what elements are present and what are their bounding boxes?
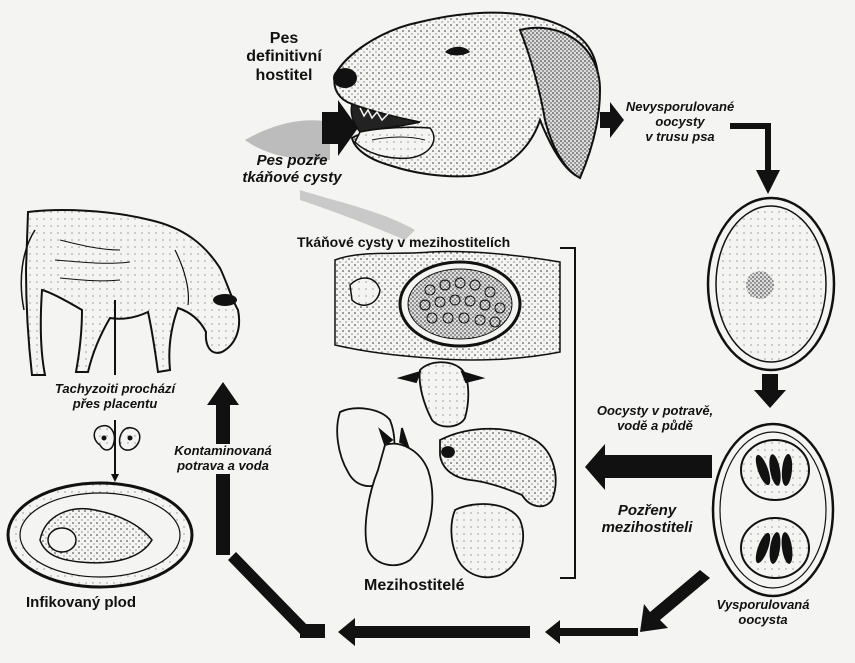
bottom-route-right — [545, 620, 638, 644]
ingested-label: Pozřeny mezihostiteli — [588, 502, 706, 537]
environment-oocysts-label: Oocysty v potravě, vodě a půdě — [585, 404, 725, 434]
environment-line-1: Oocysty v potravě, — [585, 404, 725, 419]
infected-fetus-label: Infikovaný plod — [26, 594, 136, 611]
ingestion-swoosh-lower — [300, 190, 415, 240]
infected-fetus-illustration — [8, 483, 192, 587]
tachyzoite-cells-icon — [94, 426, 140, 450]
tachyzoites-label: Tachyzoiti prochází přes placentu — [30, 382, 200, 412]
contaminated-line-2: potrava a voda — [158, 459, 288, 474]
tachyzoites-line-1: Tachyzoiti prochází — [30, 382, 200, 397]
sporulated-oocyst-label: Vysporulovaná oocysta — [703, 598, 823, 628]
dog-host-label-line-1: Pes — [236, 30, 332, 48]
unsporulated-line-2: oocysty — [615, 115, 745, 130]
sporulated-line-2: oocysta — [703, 613, 823, 628]
arrow-to-sporulated — [754, 374, 786, 408]
intermediate-hosts-illustration — [337, 362, 555, 577]
cow-illustration — [21, 210, 239, 375]
ingested-line-1: Pozřeny — [588, 502, 706, 519]
dog-host-label-line-2: definitivní — [236, 48, 332, 66]
unsporulated-oocysts-label: Nevysporulované oocysty v trusu psa — [615, 100, 745, 145]
arrow-to-intermediates — [585, 444, 712, 490]
tachyzoites-line-2: přes placentu — [30, 397, 200, 412]
sporulated-oocyst-illustration — [713, 424, 833, 596]
unsporulated-line-3: v trusu psa — [615, 130, 745, 145]
arrow-diagonal-up — [228, 552, 310, 636]
unsporulated-oocyst-illustration — [708, 198, 834, 370]
tissue-cyst-illustration — [335, 252, 560, 360]
tissue-cysts-label: Tkáňové cysty v mezihostitelích — [297, 234, 510, 250]
dog-host-label-line-3: hostitel — [236, 67, 332, 85]
ingested-line-2: mezihostiteli — [588, 519, 706, 536]
arrow-to-bottom-route — [640, 570, 710, 632]
unsporulated-line-1: Nevysporulované — [615, 100, 745, 115]
dog-eats-cysts-line-1: Pes pozře — [226, 152, 358, 169]
dog-eats-cysts-line-2: tkáňové cysty — [226, 169, 358, 186]
intermediate-host-bracket — [560, 248, 575, 578]
contaminated-line-1: Kontaminovaná — [158, 444, 288, 459]
bottom-route-middle — [338, 618, 530, 646]
dog-head-illustration — [333, 13, 600, 178]
sporulated-line-1: Vysporulovaná — [703, 598, 823, 613]
contaminated-food-label: Kontaminovaná potrava a voda — [158, 444, 288, 474]
dog-host-label: Pes definitivní hostitel — [236, 30, 332, 85]
dog-eats-cysts-label: Pes pozře tkáňové cysty — [226, 152, 358, 187]
environment-line-2: vodě a půdě — [585, 419, 725, 434]
intermediate-hosts-label: Mezihostitelé — [364, 577, 464, 595]
